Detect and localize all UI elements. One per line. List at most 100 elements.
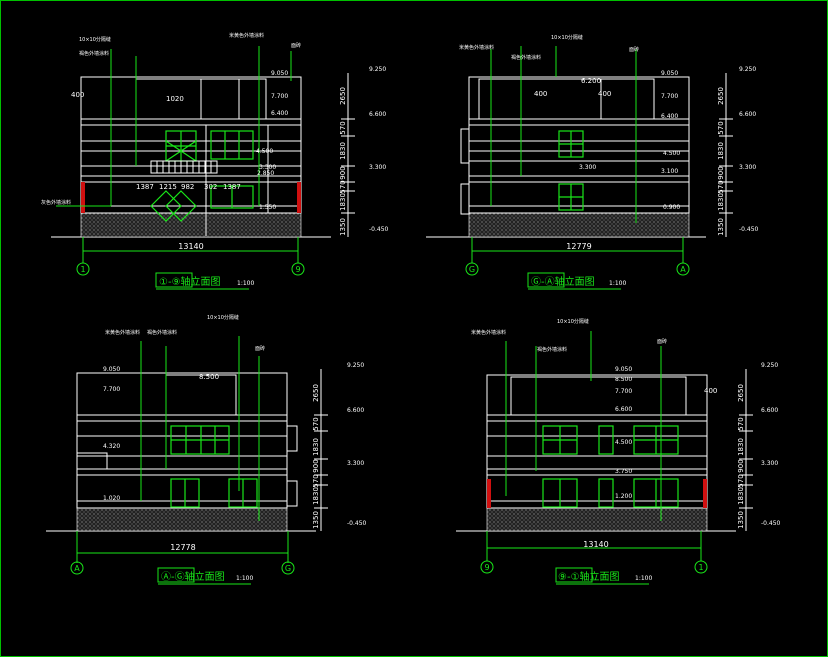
level-label: 3.300 [579,164,596,171]
level-label: 1.550 [259,204,276,211]
material-note: 褐色外墙涂料 [511,54,541,61]
material-note: 米黄色外墙涂料 [459,44,494,51]
elevation-mark: 3.300 [761,460,778,467]
vertical-dimension: 2650 [717,87,725,105]
axis-bubble-left: G [469,265,475,274]
vertical-dimension: 570 [312,417,320,430]
axis-bubble-right: G [285,564,291,573]
material-note: 10×10分隔缝 [551,34,583,41]
elevation-mark: 9.250 [739,66,756,73]
axis-bubble-left: 9 [484,563,489,572]
drawing-title: ①-⑨轴立面图 [159,275,221,288]
drawing-scale: 1:100 [635,575,652,582]
vertical-dimension: 1350 [312,511,320,529]
elevation-mark: 6.600 [369,111,386,118]
vertical-dimension: 570 [717,180,725,193]
level-label: 4.500 [615,439,632,446]
vertical-dimension: 570 [737,417,745,430]
material-note: 面砖 [657,338,667,345]
level-label: 6.400 [271,110,288,117]
axis-bubble-right: 1 [698,563,703,572]
vertical-dimension: 1350 [737,511,745,529]
axis-bubble-left: 1 [80,265,85,274]
level-label: 1.200 [615,493,632,500]
elevation-mark: -0.450 [369,226,389,233]
material-note: 米黄色外墙涂料 [229,32,264,39]
vertical-dimension: 1830 [717,142,725,160]
elevation-a-g [46,336,328,585]
misc-dimension: 6.200 [581,77,601,85]
level-label: 6.600 [615,406,632,413]
level-label: 8.500 [615,376,632,383]
vertical-dimension: 570 [339,180,347,193]
total-width-dimension: 12779 [566,242,591,251]
vertical-dimension: 1830 [717,193,725,211]
material-note: 米黄色外墙涂料 [105,329,140,336]
misc-dimension: 400 [704,387,717,395]
total-width-dimension: 13140 [583,540,608,549]
level-label: 6.400 [661,113,678,120]
elevation-mark: -0.450 [739,226,759,233]
level-label: 3.100 [661,168,678,175]
level-label: 2.850 [257,170,274,177]
elevation-mark: 9.250 [347,362,364,369]
elevation-mark: 3.300 [369,164,386,171]
vertical-dimension: 570 [717,121,725,134]
total-width-dimension: 13140 [178,242,203,251]
vertical-dimension: 1830 [339,193,347,211]
level-label: 7.700 [271,93,288,100]
material-note: 褐色外墙涂料 [79,50,109,57]
vertical-dimension: 1350 [717,218,725,236]
vertical-dimension: 1830 [312,487,320,505]
drawing-title: Ⓖ-Ⓐ轴立面图 [531,275,595,288]
misc-dimension: 302 [204,183,217,191]
elevation-mark: -0.450 [347,520,367,527]
material-note: 褐色外墙涂料 [537,346,567,353]
drawing-title: Ⓐ-Ⓖ轴立面图 [161,570,225,583]
level-label: 4.500 [663,150,680,157]
vertical-dimension: 1830 [737,487,745,505]
axis-bubble-right: 9 [295,265,300,274]
material-note: 10×10分隔缝 [557,318,589,325]
elevation-mark: 3.300 [347,460,364,467]
drawing-scale: 1:100 [237,280,254,287]
level-label: 7.700 [615,388,632,395]
elevation-mark: 6.600 [761,407,778,414]
material-note: 10×10分隔缝 [79,36,111,43]
misc-dimension: 1387 [136,183,154,191]
elevation-mark: -0.450 [761,520,781,527]
material-note: 米黄色外墙涂料 [471,329,506,336]
level-label: 7.700 [103,386,120,393]
plinth-hatch [80,212,302,238]
level-label: 9.050 [271,70,288,77]
elevation-9-1 [456,331,753,585]
misc-dimension: 400 [71,91,84,99]
total-width-dimension: 12778 [170,543,195,552]
vertical-dimension: 1830 [339,142,347,160]
drawing-scale: 1:100 [236,575,253,582]
vertical-dimension: 900 [717,166,725,179]
elevation-mark: 3.300 [739,164,756,171]
level-label: 9.050 [615,366,632,373]
vertical-dimension: 900 [339,166,347,179]
misc-dimension: 1020 [166,95,184,103]
building-outline [80,76,302,214]
level-label: 3.300 [259,164,276,171]
level-label: 4.500 [256,148,273,155]
elevation-g-a [426,46,733,290]
material-note: 面砖 [255,345,265,352]
misc-dimension: 400 [598,90,611,98]
vertical-dimension: 2650 [339,87,347,105]
vertical-dimension: 570 [339,121,347,134]
drawing-scale: 1:100 [609,280,626,287]
level-label: 9.050 [661,70,678,77]
level-label: 1.020 [103,495,120,502]
level-label: 4.320 [103,443,120,450]
vertical-dimension: 570 [737,474,745,487]
misc-dimension: 8.500 [199,373,219,381]
material-note: 褐色外墙涂料 [147,329,177,336]
misc-dimension: 982 [181,183,194,191]
